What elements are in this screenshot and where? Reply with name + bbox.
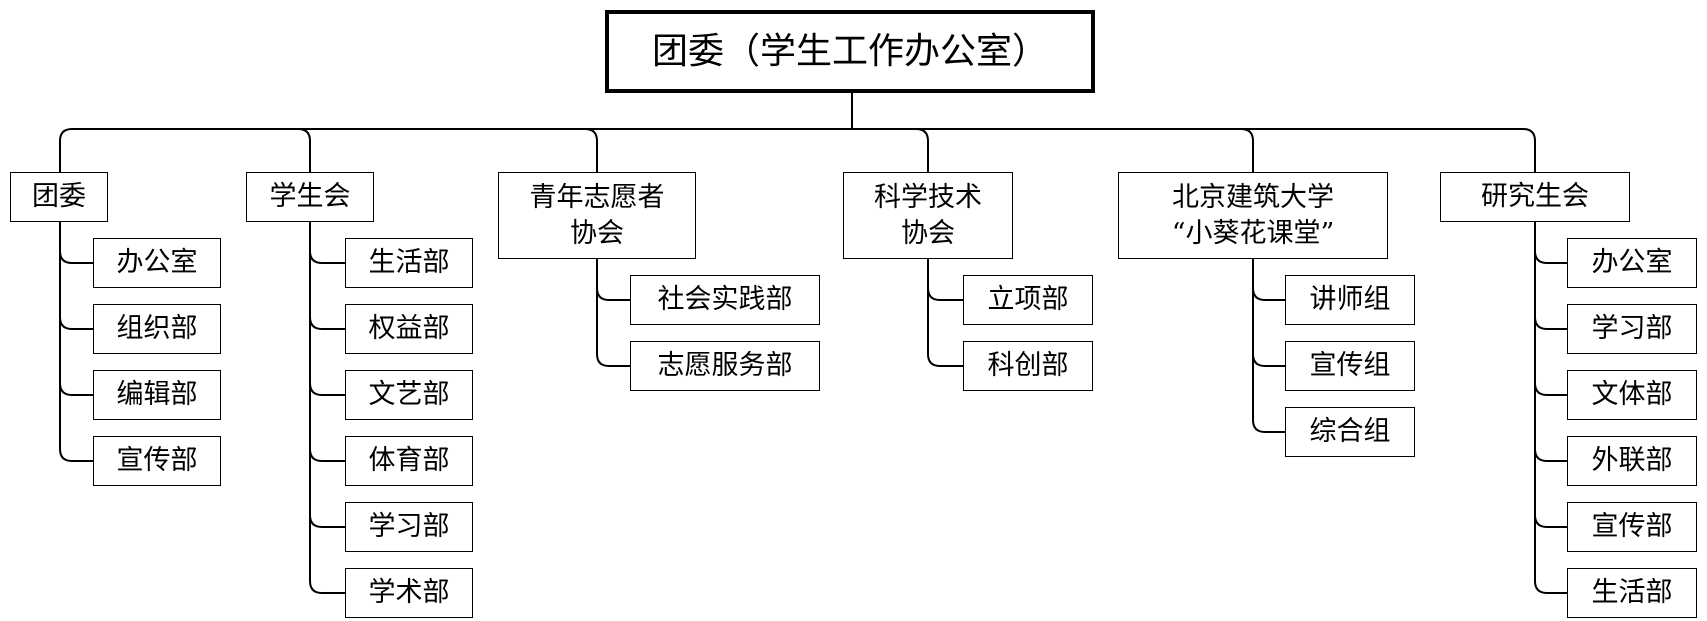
child-box: 办公室 (1567, 238, 1697, 288)
child-label: 组织部 (116, 313, 198, 344)
child-connector-line (309, 250, 345, 264)
child-label: 立项部 (987, 284, 1069, 315)
branch-drop-line (297, 128, 311, 172)
spine-line (596, 259, 630, 367)
root-box: 团委（学生工作办公室） (605, 10, 1095, 93)
branch-label: 研究生会 (1481, 181, 1589, 212)
child-box: 学术部 (345, 568, 473, 618)
child-box: 学习部 (1567, 304, 1697, 354)
branch-label: 北京建筑大学 “小葵花课堂” (1171, 181, 1335, 249)
spine-line (1252, 259, 1285, 433)
child-label: 编辑部 (116, 379, 198, 410)
child-connector-line (59, 382, 93, 396)
child-box: 文体部 (1567, 370, 1697, 420)
child-box: 宣传部 (1567, 502, 1697, 552)
child-label: 宣传组 (1309, 350, 1391, 381)
child-connector-line (1534, 448, 1567, 462)
branch-box-graduate-union: 研究生会 (1440, 172, 1630, 222)
child-box: 办公室 (93, 238, 221, 288)
child-connector-line (309, 316, 345, 330)
child-connector-line (1534, 316, 1567, 330)
child-label: 生活部 (1591, 577, 1673, 608)
branch-drop-line (1240, 128, 1254, 172)
child-connector-line (309, 514, 345, 528)
child-box: 宣传部 (93, 436, 221, 486)
child-connector-line (1534, 250, 1567, 264)
child-label: 宣传部 (1591, 511, 1673, 542)
child-connector-line (309, 448, 345, 462)
branch-label: 学生会 (269, 181, 351, 212)
child-label: 综合组 (1309, 416, 1391, 447)
branch-box-sunflower-classroom: 北京建筑大学 “小葵花课堂” (1118, 172, 1388, 259)
spine-line (309, 222, 345, 594)
child-connector-line (1534, 382, 1567, 396)
child-connector-line (1252, 287, 1285, 301)
child-label: 学习部 (1591, 313, 1673, 344)
child-box: 宣传组 (1285, 341, 1415, 391)
child-connector-line (596, 287, 630, 301)
child-box: 志愿服务部 (630, 341, 820, 391)
spine-line (59, 222, 93, 462)
spine-line (1534, 222, 1567, 594)
child-box: 综合组 (1285, 407, 1415, 457)
branch-drop-line (584, 128, 598, 172)
child-label: 文艺部 (368, 379, 450, 410)
child-label: 宣传部 (116, 445, 198, 476)
child-label: 办公室 (116, 247, 198, 278)
branch-label: 团委 (32, 181, 86, 212)
child-label: 科创部 (987, 350, 1069, 381)
child-label: 文体部 (1591, 379, 1673, 410)
child-label: 社会实践部 (657, 284, 793, 315)
branch-drop-line (915, 128, 929, 172)
branch-label: 科学技术 协会 (874, 181, 982, 249)
branch-box-science-association: 科学技术 协会 (843, 172, 1013, 259)
child-box: 体育部 (345, 436, 473, 486)
child-box: 科创部 (963, 341, 1093, 391)
child-box: 讲师组 (1285, 275, 1415, 325)
child-connector-line (59, 316, 93, 330)
child-box: 生活部 (345, 238, 473, 288)
child-label: 生活部 (368, 247, 450, 278)
child-label: 志愿服务部 (657, 350, 793, 381)
branch-box-volunteer-association: 青年志愿者 协会 (498, 172, 696, 259)
spine-line (927, 259, 963, 367)
child-label: 外联部 (1591, 445, 1673, 476)
branch-label: 青年志愿者 协会 (529, 181, 665, 249)
child-connector-line (309, 382, 345, 396)
child-connector-line (927, 287, 963, 301)
child-box: 生活部 (1567, 568, 1697, 618)
child-box: 编辑部 (93, 370, 221, 420)
branch-box-student-union: 学生会 (246, 172, 374, 222)
child-box: 组织部 (93, 304, 221, 354)
child-label: 学习部 (368, 511, 450, 542)
child-box: 外联部 (1567, 436, 1697, 486)
child-label: 权益部 (368, 313, 450, 344)
child-connector-line (1534, 514, 1567, 528)
bus-line (59, 128, 1536, 172)
child-connector-line (59, 250, 93, 264)
child-box: 社会实践部 (630, 275, 820, 325)
child-box: 权益部 (345, 304, 473, 354)
child-box: 立项部 (963, 275, 1093, 325)
child-box: 文艺部 (345, 370, 473, 420)
child-label: 讲师组 (1309, 284, 1391, 315)
branch-box-tuanwei: 团委 (10, 172, 108, 222)
child-label: 学术部 (368, 577, 450, 608)
child-connector-line (1252, 353, 1285, 367)
child-label: 体育部 (368, 445, 450, 476)
child-box: 学习部 (345, 502, 473, 552)
child-label: 办公室 (1591, 247, 1673, 278)
root-label: 团委（学生工作办公室） (651, 30, 1048, 72)
